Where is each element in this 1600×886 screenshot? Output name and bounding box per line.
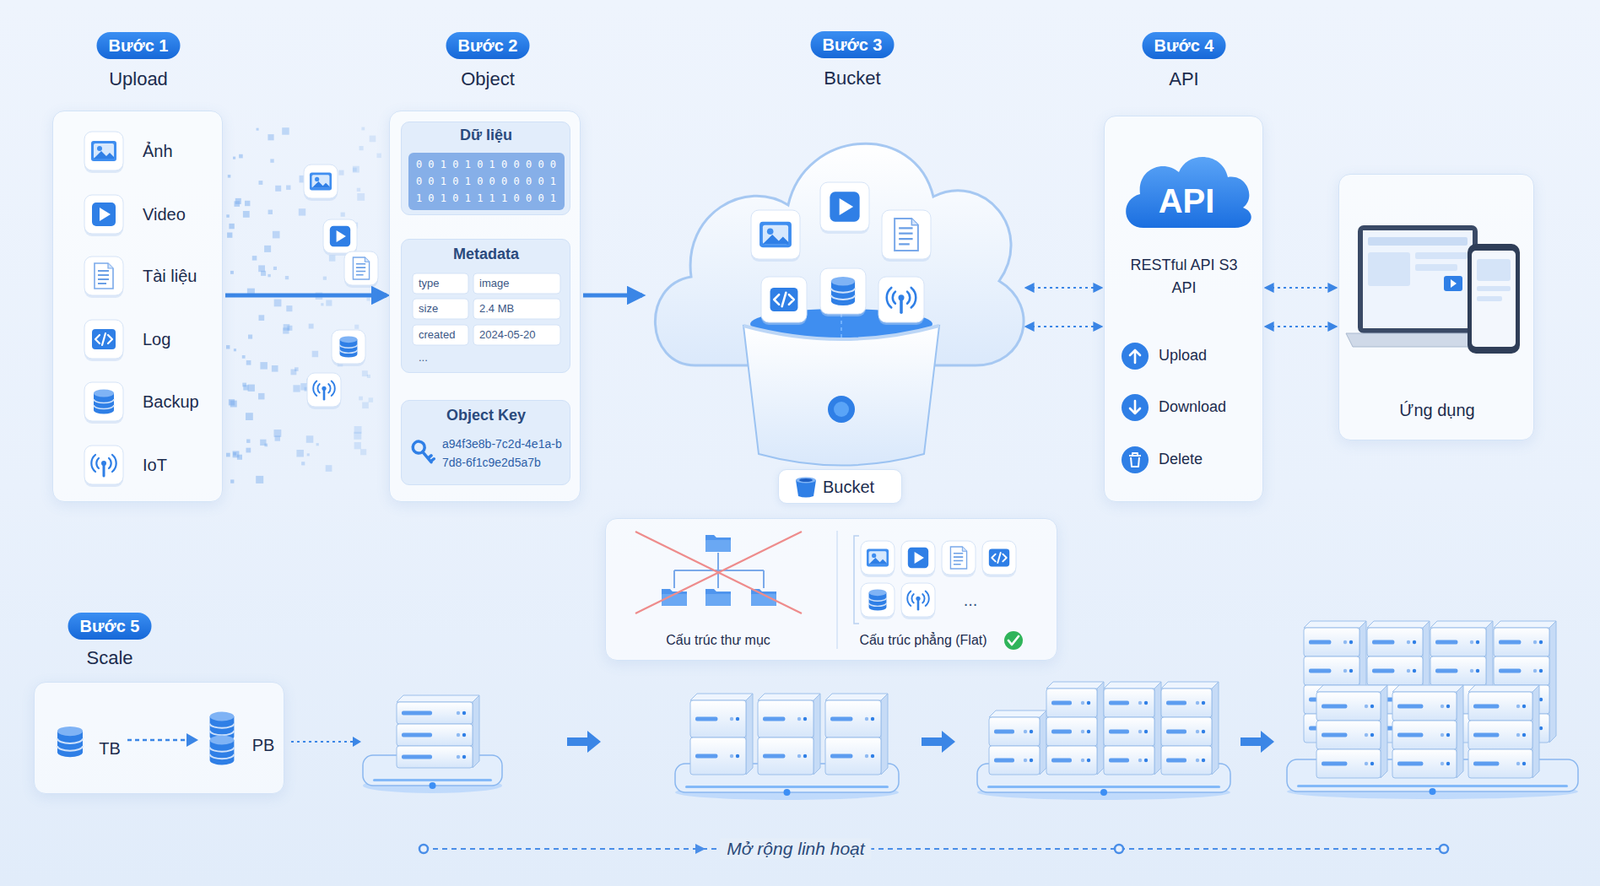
item-label: IoT xyxy=(142,454,168,476)
connector xyxy=(225,293,387,298)
api-types: RESTful API S3 API xyxy=(1120,254,1248,300)
object-panel: Bước 2ObjectDữ liệu0 0 1 0 1 0 1 0 0 0 0… xyxy=(389,110,581,503)
step-title: Bucket xyxy=(823,67,881,90)
box-title: Object Key xyxy=(446,406,526,426)
object-key-box: Object Key a94f3e8b-7c2d-4e1a-b7d8-6f1c9e… xyxy=(400,400,571,486)
api-action: Delete xyxy=(1118,441,1257,479)
action-label: Download xyxy=(1158,398,1227,417)
step-title: Scale xyxy=(86,647,133,670)
step-badge: Bước 4 xyxy=(1142,32,1227,60)
more-dots: ... xyxy=(963,589,979,611)
file-type-item: Ảnh xyxy=(70,127,216,175)
step-badge: Bước 3 xyxy=(810,31,895,59)
structure-label: Cấu trúc phẳng (Flat) xyxy=(859,632,987,649)
bucket-name: Bucket xyxy=(822,476,875,498)
connector xyxy=(583,293,643,298)
file-type-item: Backup xyxy=(70,378,216,426)
step-badge: Bước 2 xyxy=(446,32,530,60)
item-label: Ảnh xyxy=(142,140,173,162)
table-cell: 2.4 MB xyxy=(479,302,514,316)
bucket-label: Bucket xyxy=(778,469,903,504)
step-title: Upload xyxy=(108,68,168,91)
item-label: Video xyxy=(142,204,186,225)
table-cell: size xyxy=(418,302,438,316)
connector xyxy=(1026,325,1102,328)
api-cloud-text: API xyxy=(1158,180,1216,222)
file-type-item: Log xyxy=(70,315,216,363)
table-cell: created xyxy=(418,328,455,342)
file-type-item: IoT xyxy=(70,441,216,489)
step-badge: Bước 5 xyxy=(68,612,152,640)
api-action: Download xyxy=(1118,389,1257,427)
item-label: Tài liệu xyxy=(142,265,197,287)
box-title: Dữ liệu xyxy=(459,126,513,146)
api-action: Upload xyxy=(1118,337,1257,375)
structure-compare: Cấu trúc thư mục Cấu trúc phẳng (Flat)... xyxy=(605,518,1058,661)
action-label: Upload xyxy=(1158,346,1207,366)
table-cell: 2024-05-20 xyxy=(479,328,536,342)
item-label: Log xyxy=(142,329,171,350)
scale-panel: Bước 5ScaleTBPB xyxy=(33,681,285,795)
action-label: Delete xyxy=(1158,450,1203,470)
item-label: Backup xyxy=(142,391,200,412)
table-cell: image xyxy=(479,276,509,291)
metadata-box: Metadata type image size 2.4 MB created 2024-0… xyxy=(400,238,571,373)
binary-row: 1 0 1 0 1 1 1 1 0 0 0 1 xyxy=(416,192,557,205)
step-badge: Bước 1 xyxy=(97,32,181,60)
node-illustration xyxy=(34,682,286,795)
binary-row: 0 0 1 0 1 0 0 0 0 0 0 1 xyxy=(416,175,557,188)
box-title: Metadata xyxy=(453,245,519,265)
app-panel: Ứng dụng xyxy=(1338,173,1535,441)
node-illustration xyxy=(1104,116,1265,503)
api-panel: Bước 4APIAPIRESTful API S3 APIUploadDown… xyxy=(1103,115,1264,503)
key-value: a94f3e8b-7c2d-4e1a-b7d8-6f1c9e2d5a7b xyxy=(442,434,563,473)
upload-panel: Bước 1UploadẢnhVideoTài liệuLogBackupIoT xyxy=(52,110,223,503)
table-cell: type xyxy=(418,276,440,291)
step-title: API xyxy=(1168,68,1199,91)
connector xyxy=(1026,286,1102,289)
caption-label: Mở rộng linh hoạt xyxy=(719,837,871,860)
size-label: PB xyxy=(252,735,276,756)
binary-row: 0 0 1 0 1 0 1 0 0 0 0 0 xyxy=(416,158,557,171)
structure-label: Cấu trúc thư mục xyxy=(665,632,771,649)
file-type-item: Video xyxy=(70,190,216,238)
node-illustration xyxy=(644,112,1024,470)
connector xyxy=(1265,325,1336,328)
bucket-cloud: Bước 3Bucket xyxy=(644,112,1024,470)
connector xyxy=(1265,286,1336,289)
data-box: Dữ liệu 0 0 1 0 1 0 1 0 0 0 0 0 0 0 1 0 1 … xyxy=(400,121,571,216)
size-label: TB xyxy=(98,738,121,759)
app-label: Ứng dụng xyxy=(1399,400,1475,421)
table-cell: ... xyxy=(418,351,428,365)
file-type-item: Tài liệu xyxy=(70,252,216,300)
step-title: Object xyxy=(460,68,515,91)
